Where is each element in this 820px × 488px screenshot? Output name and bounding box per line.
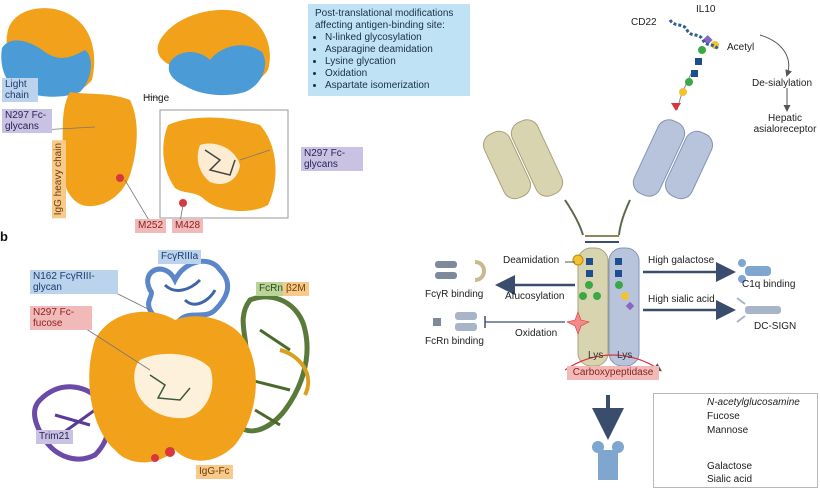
n162-label: N162 FcγRIII-glycan <box>30 270 118 294</box>
fc-chain-left <box>577 247 609 367</box>
n297-glycans-left-label: N297 Fc-glycans <box>2 109 52 133</box>
de-sialylation-label: De-sialylation <box>752 78 813 89</box>
high-galactose-label: High galactose <box>648 255 715 266</box>
dc-sign-icon <box>736 297 781 323</box>
legend-galactose: Galactose <box>707 461 753 472</box>
fab-left <box>482 119 564 200</box>
glycan-legend: N-acetylglucosamine Fucose Mannose Galac… <box>653 393 818 488</box>
acetyl-label: Acetyl <box>727 42 755 53</box>
info-box-title: Post-translational modifications affecti… <box>315 8 454 31</box>
hinge-label: Hinge <box>143 93 170 104</box>
legend-fucose: Fucose <box>707 411 740 422</box>
panel-a-structure <box>1 8 289 223</box>
carboxypeptidase-label: Carboxypeptidase <box>567 366 659 380</box>
fc-glycans <box>579 258 635 311</box>
info-item: Asparagine deamidation <box>325 44 463 56</box>
legend-glcnac: N-acetylglucosamine <box>707 397 800 408</box>
info-item: N-linked glycosylation <box>325 32 463 44</box>
lys-label-right: Lys <box>617 350 633 361</box>
m428-label: M428 <box>172 219 204 233</box>
fcgriiia-ribbon <box>145 258 231 327</box>
ptm-info-box: Post-translational modifications affecti… <box>308 4 470 96</box>
legend-mannose: Mannose <box>707 425 749 436</box>
afucosylation-label: Afucosylation <box>505 291 565 302</box>
cd22-label: CD22 <box>631 17 657 28</box>
panel-b-letter: b <box>0 229 8 244</box>
fcgr-receptor-icon <box>435 260 486 282</box>
trim21-label: Trim21 <box>36 430 73 444</box>
info-item: Aspartate isomerization <box>325 80 463 92</box>
oxidation-label: Oxidation <box>515 328 558 339</box>
fab-right <box>632 119 714 200</box>
fcgriiia-label: FcγRIIIa <box>158 250 202 264</box>
hepatic-asialoreceptor-label: Hepatic asialoreceptor <box>753 113 817 135</box>
fcrn-receptor-icon <box>433 312 477 331</box>
lys-label-left: Lys <box>588 350 604 361</box>
igg-fc-label: IgG-Fc <box>196 465 233 479</box>
light-chain-label: Light chain <box>2 78 38 102</box>
deamidation-label: Deamidation <box>503 255 560 266</box>
info-item: Oxidation <box>325 68 463 80</box>
fcrn-label: FcRn <box>256 282 286 296</box>
b2m-label: β2M <box>283 282 309 296</box>
n297-fucose-label: N297 Fc-fucose <box>30 306 92 330</box>
dc-sign-label: DC-SIGN <box>754 321 797 332</box>
processed-igg-icon <box>592 441 624 480</box>
c1q-icon <box>738 259 771 283</box>
cd22-helix <box>668 19 720 51</box>
right-light-chain <box>168 45 266 96</box>
fcgr-binding-label: FcγR binding <box>425 289 484 300</box>
high-sialic-acid-label: High sialic acid <box>648 294 715 305</box>
info-box-list: N-linked glycosylation Asparagine deamid… <box>315 32 463 92</box>
il10-label: IL10 <box>696 4 716 15</box>
left-fc <box>61 92 137 207</box>
igg-heavy-chain-label: IgG heavy chain <box>52 140 66 219</box>
n297-glycans-right-label: N297 Fc-glycans <box>301 147 363 171</box>
fab-glycan-chain <box>671 35 719 111</box>
c1q-binding-label: C1q binding <box>742 279 796 290</box>
trim21-ribbon <box>32 384 112 462</box>
fc-chain-right <box>608 247 640 367</box>
inset-frame <box>159 109 289 219</box>
info-item: Lysine glycation <box>325 56 463 68</box>
m252-label: M252 <box>135 219 167 233</box>
panel-b-structure <box>32 258 311 463</box>
fcrn-binding-label: FcRn binding <box>425 336 484 347</box>
